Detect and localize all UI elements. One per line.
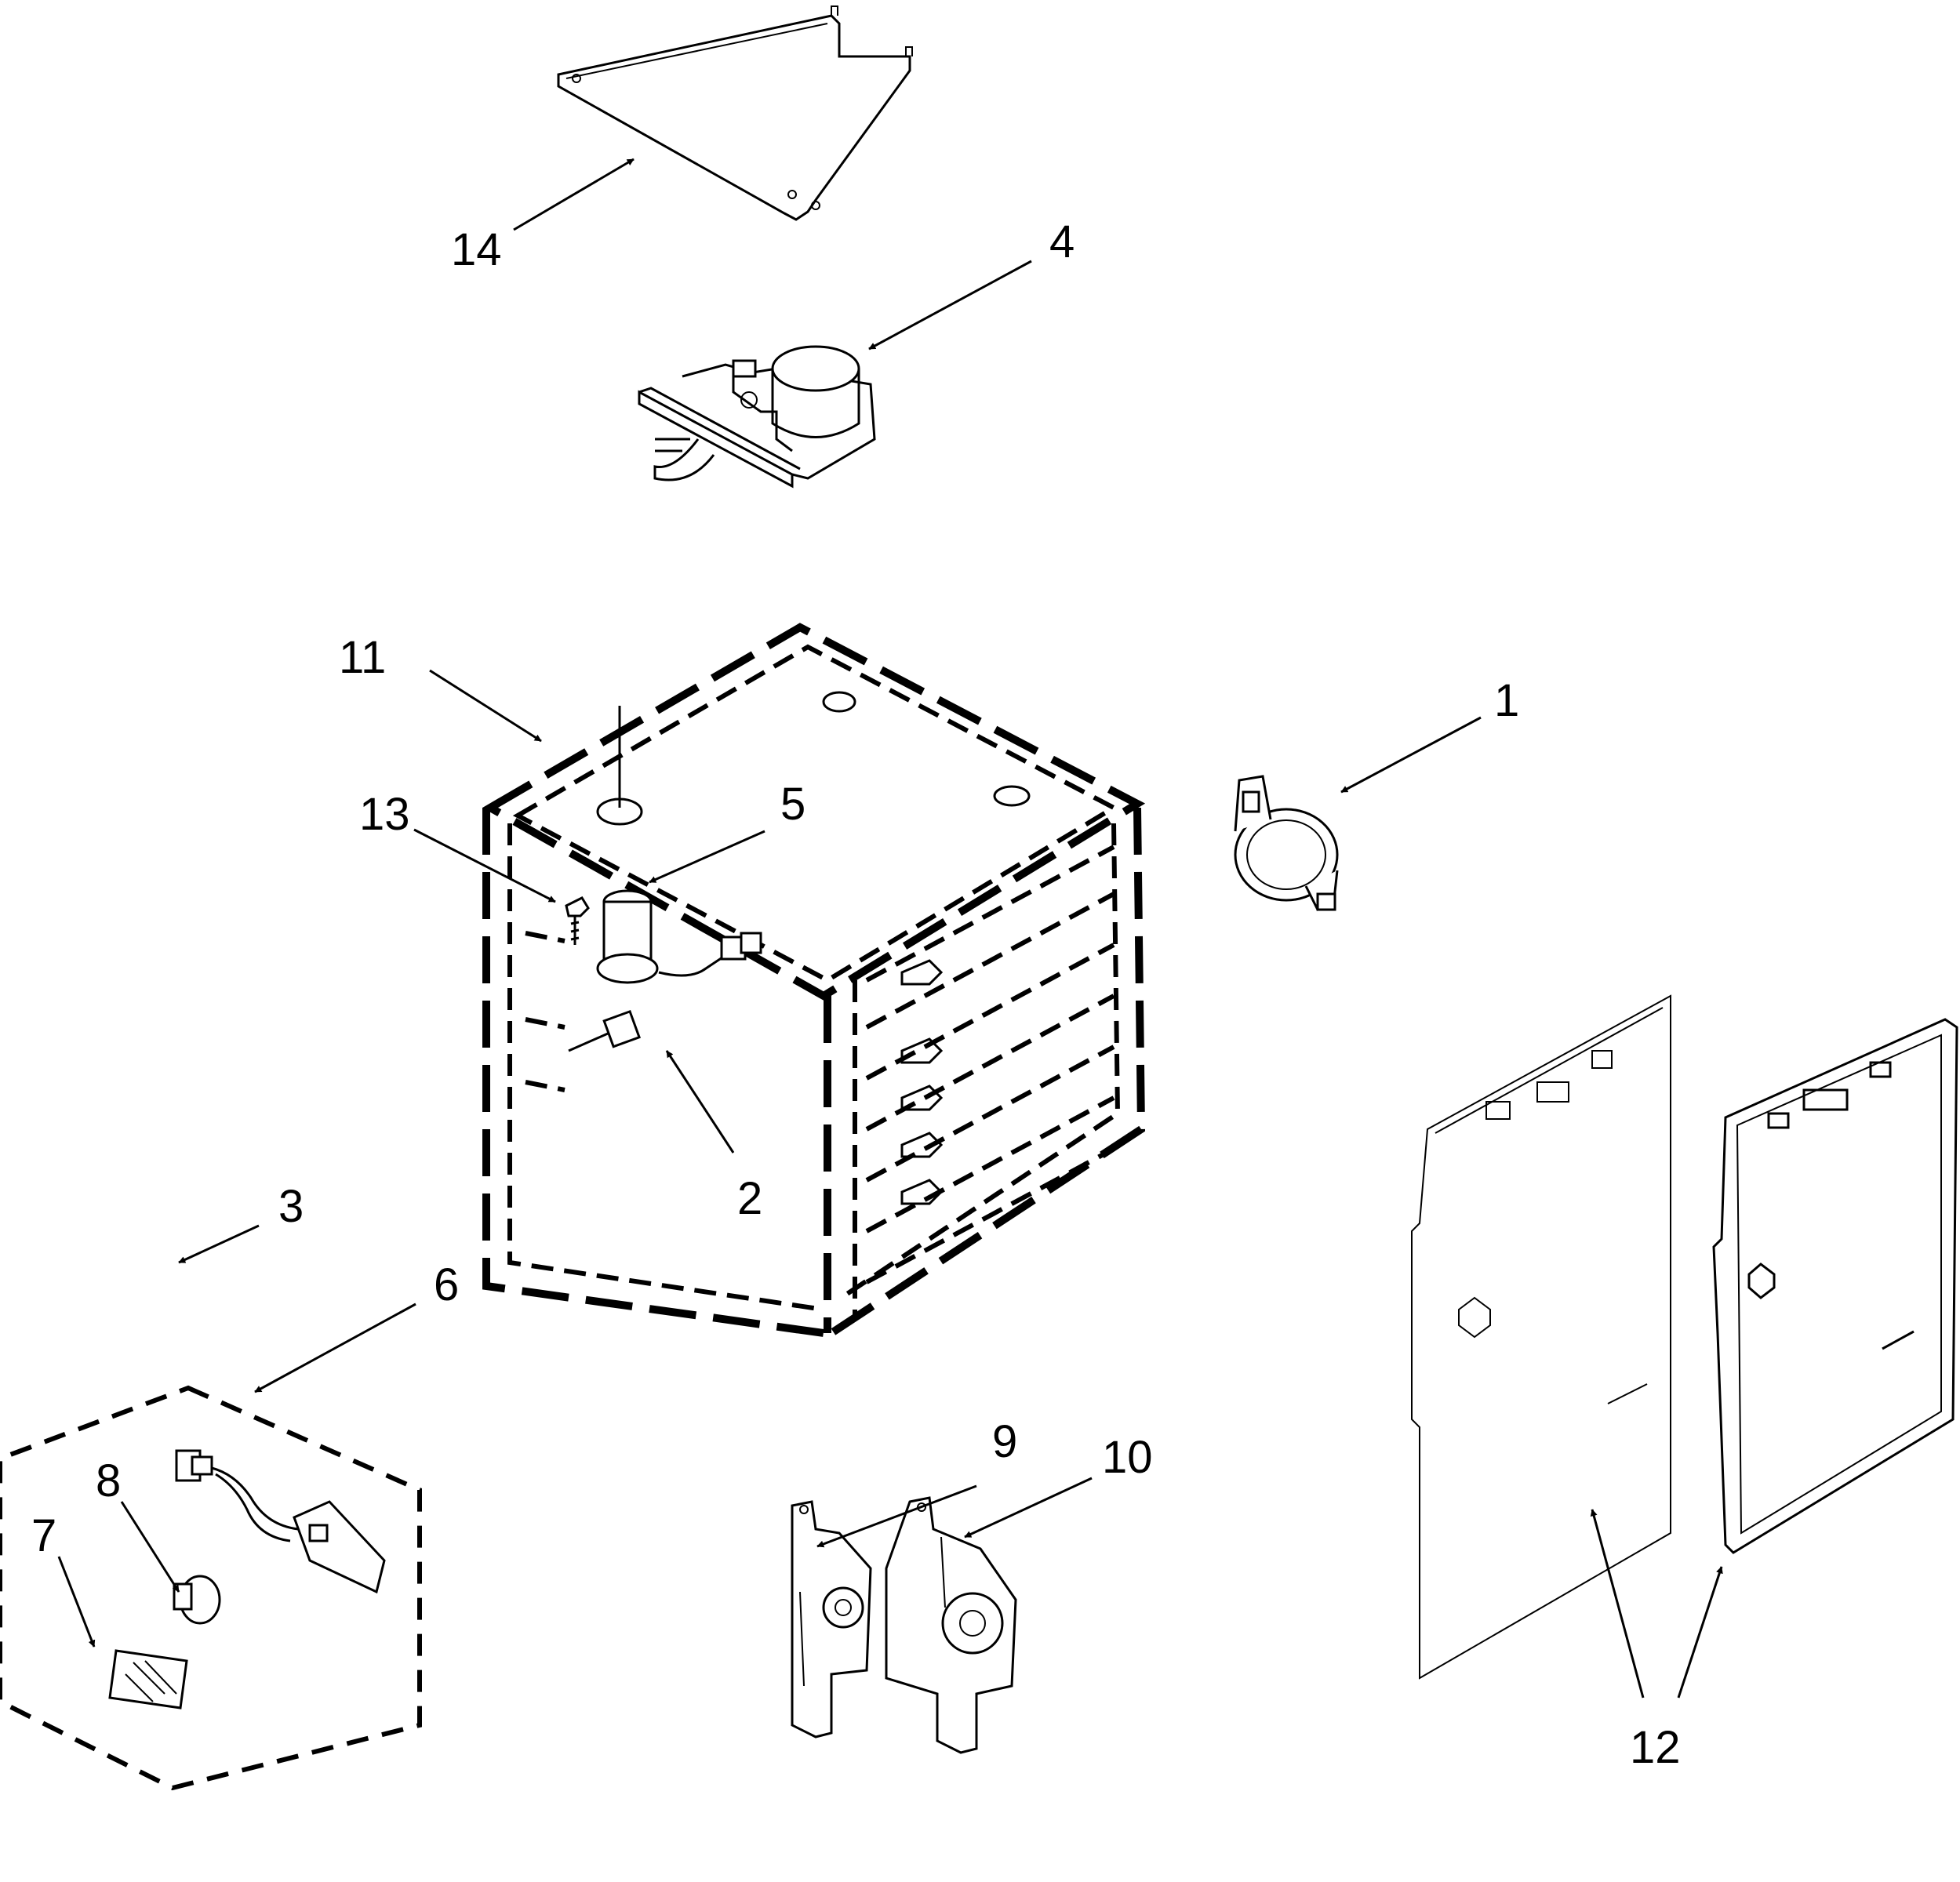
callout-1: 1 <box>1494 675 1519 726</box>
part-7-lens <box>108 1649 188 1709</box>
callout-3: 3 <box>278 1181 304 1232</box>
part-4-latch-assembly <box>638 345 876 489</box>
callout-10: 10 <box>1102 1432 1153 1483</box>
callout-13: 13 <box>359 789 410 840</box>
callout-9: 9 <box>992 1416 1017 1467</box>
part-9-hinge <box>791 1500 872 1738</box>
part-13-screw <box>565 896 590 945</box>
callout-14: 14 <box>451 224 502 275</box>
rack-rails <box>865 845 1115 1284</box>
part-14-bracket-plate <box>557 5 913 221</box>
part-5-sleeve <box>596 889 762 984</box>
part-2-sensor <box>568 1009 641 1052</box>
callout-4: 4 <box>1049 216 1075 267</box>
callout-12: 12 <box>1630 1722 1681 1773</box>
part-10-hinge <box>885 1496 1017 1754</box>
leader-lines <box>57 158 1723 1699</box>
part-6-lamp-kit <box>0 1385 422 1791</box>
part-11-oven-cavity <box>482 623 1146 1337</box>
callout-7: 7 <box>31 1510 56 1561</box>
callout-8: 8 <box>96 1455 121 1506</box>
callout-labels: 14 4 11 1 13 5 2 3 6 7 8 9 10 12 <box>31 216 1681 1773</box>
part-8-bulb <box>173 1575 221 1625</box>
callout-6: 6 <box>434 1259 459 1310</box>
callout-11: 11 <box>339 632 386 683</box>
part-12-side-panels <box>1411 994 1958 1680</box>
callout-2: 2 <box>737 1173 762 1224</box>
part-1-thermostat-disc <box>1234 775 1339 911</box>
callout-5: 5 <box>780 779 805 830</box>
